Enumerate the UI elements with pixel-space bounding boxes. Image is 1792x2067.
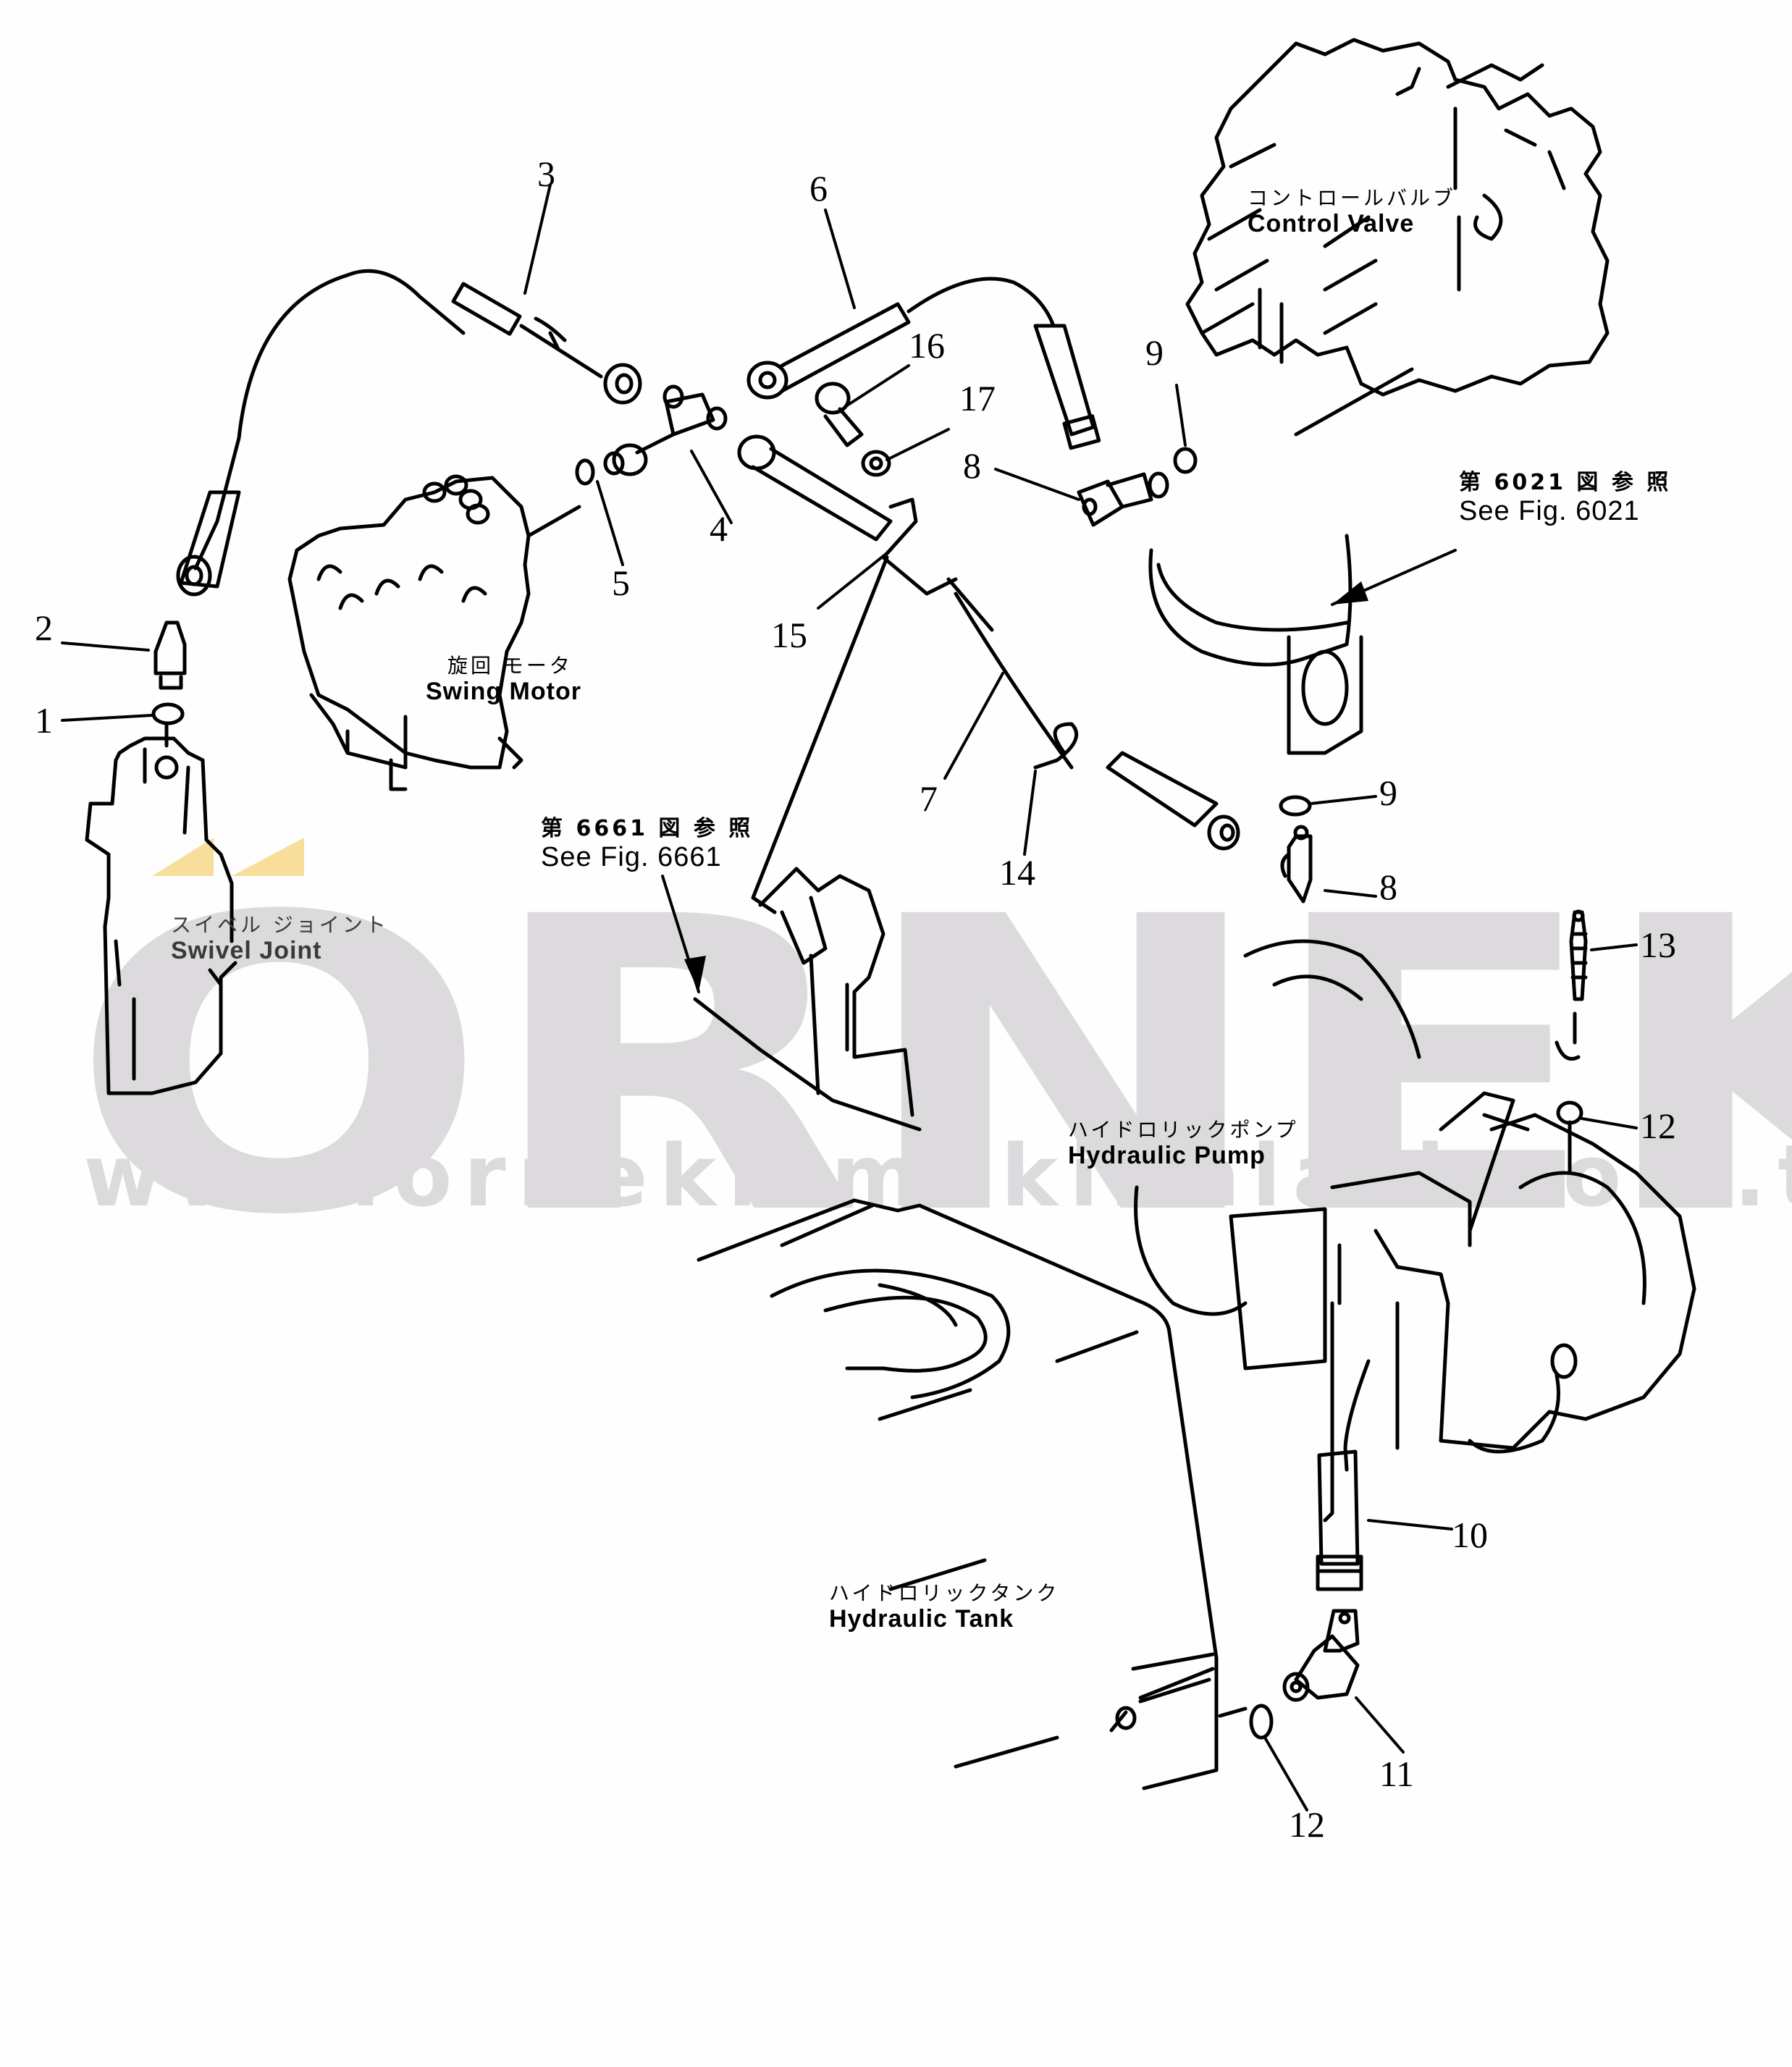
label-control-valve: コントロールバルブ Control Valve bbox=[1248, 186, 1457, 238]
fittings-left bbox=[151, 269, 728, 725]
hydraulic-pump-drawing bbox=[1134, 939, 1696, 1523]
o-ring-5-icon bbox=[575, 458, 595, 486]
label-see-fig-6661: 第 6661 図 参 照 See Fig. 6661 bbox=[541, 816, 754, 873]
callout-6: 6 bbox=[809, 168, 828, 209]
o-ring-9-icon bbox=[1173, 447, 1198, 474]
label-control-valve-en: Control Valve bbox=[1248, 210, 1415, 238]
label-swivel-joint-jp: スイベル ジョイント bbox=[171, 913, 389, 937]
hoses-lower-right bbox=[1249, 909, 1588, 1740]
callout-17: 17 bbox=[959, 378, 996, 418]
callout-1: 1 bbox=[35, 700, 53, 741]
label-control-valve-jp: コントロールバルブ bbox=[1248, 186, 1457, 210]
callout-16: 16 bbox=[909, 325, 945, 366]
label-swing-motor: 旋回 モータ Swing Motor bbox=[426, 654, 581, 706]
callout-7: 7 bbox=[920, 778, 938, 819]
label-fig-6661-en: See Fig. 6661 bbox=[541, 841, 722, 872]
callout-8-upper: 8 bbox=[963, 445, 981, 486]
callout-14: 14 bbox=[999, 852, 1035, 893]
watermark-brand: ORNEK bbox=[69, 832, 1792, 1304]
label-swivel-joint: スイベル ジョイント Swivel Joint bbox=[171, 913, 389, 965]
swing-motor-drawing bbox=[287, 474, 581, 791]
callout-3: 3 bbox=[537, 153, 555, 194]
callout-5: 5 bbox=[612, 563, 630, 603]
label-hydraulic-pump-en: Hydraulic Pump bbox=[1068, 1142, 1266, 1170]
o-ring-1-icon bbox=[151, 702, 185, 725]
callout-10: 10 bbox=[1452, 1515, 1488, 1555]
elbow-2-icon bbox=[153, 620, 187, 675]
o-ring-9b-icon bbox=[1279, 795, 1312, 817]
label-see-fig-6021: 第 6021 図 参 照 See Fig. 6021 bbox=[1459, 470, 1672, 527]
callout-9-upper: 9 bbox=[1145, 332, 1164, 373]
callout-11: 11 bbox=[1379, 1754, 1415, 1794]
callout-12-lower: 12 bbox=[1289, 1804, 1325, 1845]
callout-12-upper: 12 bbox=[1640, 1106, 1676, 1146]
label-fig-6661-jp: 第 6661 図 参 照 bbox=[541, 816, 754, 841]
label-fig-6021-jp: 第 6021 図 参 照 bbox=[1459, 470, 1672, 495]
bracket-6661-drawing bbox=[693, 867, 922, 1132]
callout-13: 13 bbox=[1640, 925, 1676, 965]
leader-lines bbox=[61, 183, 1638, 1811]
swivel-joint-drawing bbox=[85, 722, 237, 1095]
label-swing-motor-en: Swing Motor bbox=[426, 678, 581, 706]
label-swivel-joint-en: Swivel Joint bbox=[171, 937, 322, 965]
label-hydraulic-tank-en: Hydraulic Tank bbox=[829, 1605, 1014, 1633]
label-swing-motor-jp: 旋回 モータ bbox=[447, 654, 573, 678]
hydraulic-tank-drawing bbox=[697, 1198, 1248, 1790]
o-ring-12-icon bbox=[1249, 1704, 1274, 1740]
watermark-url: www.ornekismakinalari.com.tr bbox=[83, 1126, 1792, 1226]
callout-8-lower: 8 bbox=[1379, 867, 1397, 907]
callout-2: 2 bbox=[35, 607, 53, 648]
callout-4: 4 bbox=[710, 508, 728, 549]
label-hydraulic-tank: ハイドロリックタンク Hydraulic Tank bbox=[829, 1581, 1060, 1633]
callout-15: 15 bbox=[771, 615, 807, 655]
control-valve-drawing bbox=[1185, 38, 1610, 437]
label-hydraulic-pump: ハイドロリックポンプ Hydraulic Pump bbox=[1068, 1118, 1299, 1170]
callout-9-lower: 9 bbox=[1379, 773, 1397, 813]
label-hydraulic-pump-jp: ハイドロリックポンプ bbox=[1068, 1118, 1299, 1142]
o-ring-12b-icon bbox=[1556, 1100, 1583, 1125]
label-fig-6021-en: See Fig. 6021 bbox=[1459, 495, 1640, 526]
label-hydraulic-tank-jp: ハイドロリックタンク bbox=[829, 1581, 1060, 1605]
